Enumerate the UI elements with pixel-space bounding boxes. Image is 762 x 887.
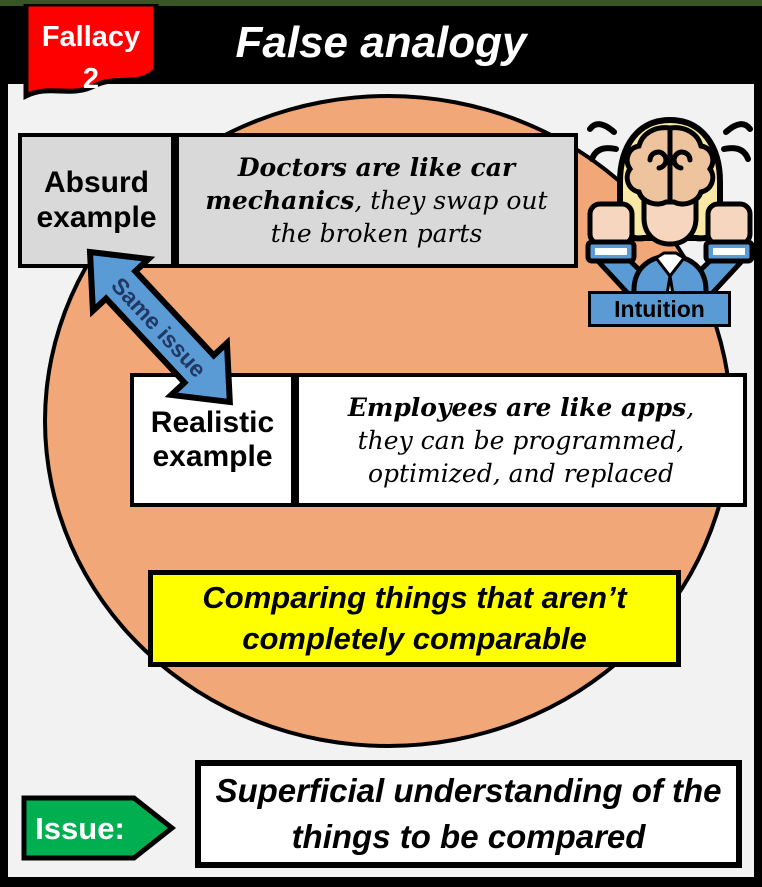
issue-tag-shape [21, 795, 177, 861]
right-border [754, 84, 762, 887]
absurd-example-statement: Doctors are like car mechanics, they swa… [175, 133, 578, 268]
realistic-statement-bold: Employees are like apps [347, 392, 687, 422]
conclusion-box: Comparing things that aren’t completely … [148, 570, 681, 667]
collar-icon [653, 251, 687, 279]
brain-folds-icon [647, 125, 693, 205]
intuition-icon [585, 116, 755, 312]
bottom-border [0, 877, 762, 887]
issue-tag: Issue: [21, 795, 177, 861]
realistic-example-label: Realistic example [130, 373, 295, 507]
same-issue-arrow: Same issue [86, 248, 233, 406]
realistic-example-statement: Employees are like apps, they can be pro… [295, 373, 747, 507]
fallacy-badge-word: Fallacy [42, 21, 140, 53]
stress-marks-icon [587, 121, 753, 162]
fallacy-badge-number: 2 [83, 63, 99, 95]
issue-tag-label: Issue: [35, 811, 125, 846]
realistic-statement-rest: , they can be programmed, optimized, and… [357, 392, 695, 488]
intuition-label: Intuition [588, 291, 731, 327]
top-green-border [0, 0, 762, 6]
fallacy-ribbon: Fallacy 2 [23, 4, 159, 101]
absurd-statement-bold: Doctors are like car mechanics [205, 153, 516, 215]
ribbon-shape [23, 4, 159, 101]
absurd-statement-rest: , they swap out the broken parts [270, 186, 548, 248]
face-icon [641, 197, 699, 247]
left-border [0, 84, 8, 887]
double-arrow-shape [86, 248, 233, 406]
same-issue-label: Same issue [106, 272, 211, 382]
issue-description-box: Superficial understanding of the things … [195, 760, 742, 868]
page-title: False analogy [235, 18, 527, 67]
